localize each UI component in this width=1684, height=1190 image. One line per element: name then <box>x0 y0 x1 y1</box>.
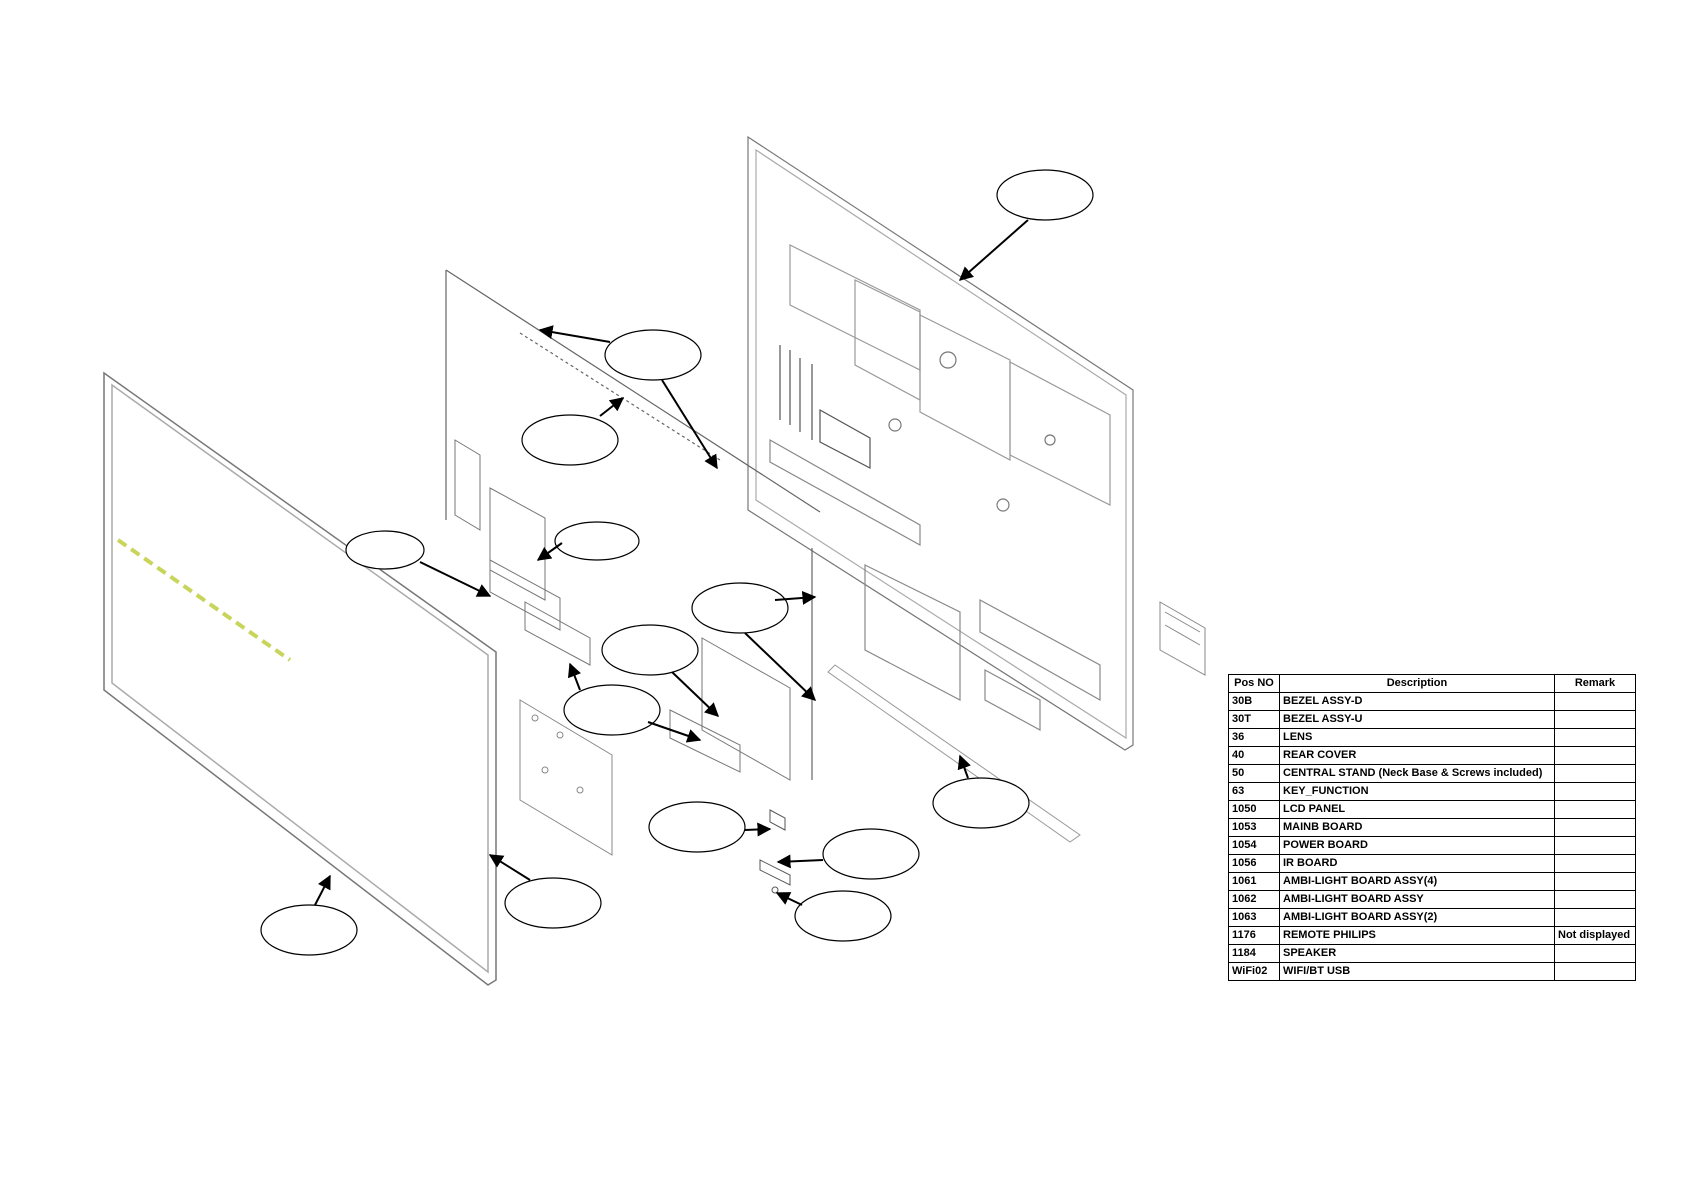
cell-pos: 36 <box>1228 728 1280 747</box>
cell-pos: 30T <box>1228 710 1280 729</box>
cell-description: REMOTE PHILIPS <box>1279 926 1555 945</box>
callout-key-function <box>345 530 425 570</box>
cell-remark <box>1554 692 1636 711</box>
cell-pos: 50 <box>1228 764 1280 783</box>
cell-description: BEZEL ASSY-U <box>1279 710 1555 729</box>
callout-arrows <box>314 219 1029 906</box>
cell-pos: 1061 <box>1228 872 1280 891</box>
cell-remark <box>1554 962 1636 981</box>
callout-lens <box>794 890 892 942</box>
cell-description: MAINB BOARD <box>1279 818 1555 837</box>
cell-remark <box>1554 908 1636 927</box>
cell-pos: 1063 <box>1228 908 1280 927</box>
callout-main-board <box>554 521 640 561</box>
cell-pos: 1184 <box>1228 944 1280 963</box>
cell-remark <box>1554 890 1636 909</box>
cell-description: AMBI-LIGHT BOARD ASSY <box>1279 890 1555 909</box>
lcd-panel-part <box>445 269 821 780</box>
cell-remark <box>1554 944 1636 963</box>
callout-wifi <box>822 828 920 880</box>
cell-remark: Not displayed <box>1554 926 1636 945</box>
cell-remark <box>1554 764 1636 783</box>
callout-ambilight-left <box>521 414 619 466</box>
cell-description: AMBI-LIGHT BOARD ASSY(2) <box>1279 908 1555 927</box>
callout-ir-board <box>648 801 746 853</box>
cell-remark <box>1554 818 1636 837</box>
cell-description: IR BOARD <box>1279 854 1555 873</box>
side-bracket-part <box>1159 601 1206 676</box>
cell-remark <box>1554 710 1636 729</box>
callout-rear-cover <box>996 169 1094 221</box>
cell-remark <box>1554 872 1636 891</box>
cell-description: KEY_FUNCTION <box>1279 782 1555 801</box>
main-board-part <box>454 439 591 666</box>
cell-description: POWER BOARD <box>1279 836 1555 855</box>
cell-pos: 1054 <box>1228 836 1280 855</box>
central-stand-part <box>827 664 1081 843</box>
cell-pos: 30B <box>1228 692 1280 711</box>
cell-pos: 1053 <box>1228 818 1280 837</box>
callout-speaker <box>563 684 661 736</box>
cell-remark <box>1554 782 1636 801</box>
rear-cover-part <box>747 135 1134 751</box>
cell-remark <box>1554 836 1636 855</box>
cell-pos: 40 <box>1228 746 1280 765</box>
callout-bubbles <box>260 169 1094 956</box>
cell-pos: 1062 <box>1228 890 1280 909</box>
callout-power-board <box>601 624 699 676</box>
cell-description: LCD PANEL <box>1279 800 1555 819</box>
callout-ambilight-right <box>691 582 789 634</box>
callout-stand <box>932 777 1030 829</box>
cell-description: BEZEL ASSY-D <box>1279 692 1555 711</box>
callout-bezel-side <box>504 877 602 929</box>
back-plate-part <box>519 699 613 856</box>
cell-pos: WiFi02 <box>1228 962 1280 981</box>
cell-pos: 1176 <box>1228 926 1280 945</box>
small-components-part <box>759 809 791 894</box>
cell-remark <box>1554 746 1636 765</box>
callout-bezel-bottom <box>260 904 358 956</box>
bezel-part <box>103 371 497 986</box>
cell-remark <box>1554 728 1636 747</box>
cell-description: LENS <box>1279 728 1555 747</box>
cell-description: REAR COVER <box>1279 746 1555 765</box>
cell-remark <box>1554 800 1636 819</box>
cell-description: WIFI/BT USB <box>1279 962 1555 981</box>
callout-ambilight-top <box>604 329 702 381</box>
table-header-row: Pos NO Description Remark <box>1228 674 1636 693</box>
cell-pos: 1050 <box>1228 800 1280 819</box>
cell-description: SPEAKER <box>1279 944 1555 963</box>
header-remark: Remark <box>1554 674 1636 693</box>
cell-pos: 63 <box>1228 782 1280 801</box>
header-description: Description <box>1279 674 1555 693</box>
cell-description: AMBI-LIGHT BOARD ASSY(4) <box>1279 872 1555 891</box>
cell-pos: 1056 <box>1228 854 1280 873</box>
cell-remark <box>1554 854 1636 873</box>
cell-description: CENTRAL STAND (Neck Base & Screws includ… <box>1279 764 1555 783</box>
header-pos: Pos NO <box>1228 674 1280 693</box>
